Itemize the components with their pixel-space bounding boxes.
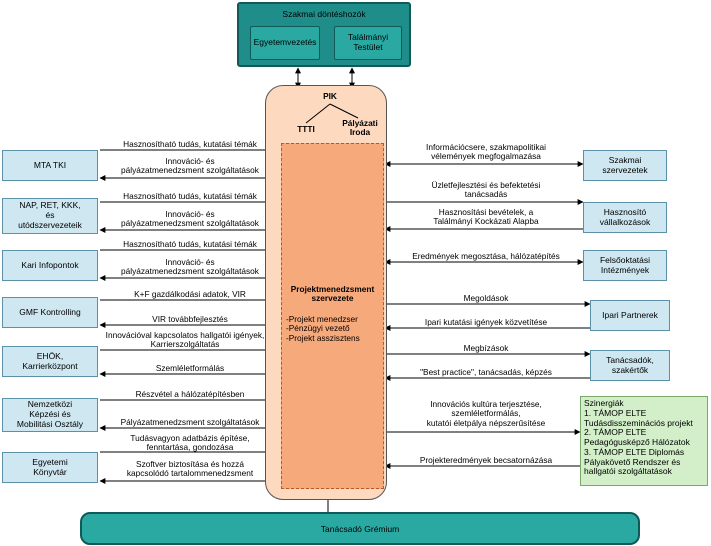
palyazati-iroda-label: Pályázati Iroda: [342, 118, 378, 138]
label-eredmenyek: Eredmények megosztása, hálózatépítés: [412, 251, 560, 261]
label-innovaciovval: Innovációval kapcsolatos hallgatói igény…: [105, 330, 265, 350]
label-innovacio-2: Innováció- és pályázatmenedzsment szolgá…: [121, 209, 259, 229]
gmf-kontrolling-box: GMF Kontrolling: [2, 297, 98, 328]
label-hasznosithato-3: Hasznosítható tudás, kutatási témák: [123, 239, 257, 249]
ttti-label: TTTI: [297, 124, 315, 134]
label-uzlet: Üzletfejlesztési és befektetési tanácsad…: [431, 180, 541, 200]
testulet-label: Testület: [353, 42, 383, 52]
hasznosito-vallalkozasok-box: Hasznosító vállalkozások: [583, 202, 667, 233]
ipari-partnerek-box: Ipari Partnerek: [590, 300, 670, 331]
felsooktatasi-intezmenyek-box: Felsőoktatási Intézmények: [583, 250, 667, 281]
label-best-practice: "Best practice", tanácsadás, képzés: [420, 367, 552, 377]
nemzetkozi-box: Nemzetközi Képzési és Mobilitási Osztály: [2, 398, 98, 432]
egyetemvezetes-box: Egyetemvezetés: [250, 26, 320, 60]
tanacsadok-box: Tanácsadók, szakértők: [590, 350, 670, 381]
nap-ret-kkk-box: NAP, RET, KKK, és utódszervezeteik: [2, 198, 98, 234]
role-item: -Projekt menedzser: [286, 314, 358, 324]
label-informacio: Információcsere, szakmapolitikai vélemén…: [426, 142, 546, 162]
szakmai-donteshozok-group: Szakmai döntéshozók Egyetemvezetés Talál…: [237, 2, 411, 67]
label-hasznosithato-1: Hasznosítható tudás, kutatási témák: [123, 139, 257, 149]
label-innovacio-3: Innováció- és pályázatmenedzsment szolgá…: [121, 257, 259, 277]
group-title: Szakmai döntéshozók: [282, 9, 366, 19]
label-hasznosithato-2: Hasznosítható tudás, kutatási témák: [123, 191, 257, 201]
label-palyazat: Pályázatmenedzsment szolgáltatások: [120, 417, 260, 427]
role-item: -Pénzügyi vezető: [286, 323, 350, 334]
label-megoldasok: Megoldások: [463, 293, 509, 303]
label-reszvetel: Részvétel a hálózatépítésben: [135, 389, 245, 399]
tanacsado-gremium-label: Tanácsadó Grémium: [320, 523, 400, 534]
label-hasznositasi: Hasznosítási bevételek, a Találmányi Koc…: [433, 207, 539, 227]
pm-title: Projektmenedzsment szervezete: [290, 284, 375, 304]
label-tudasvagyon: Tudásvagyon adatbázis építése, fenntartá…: [130, 433, 250, 453]
label-kf: K+F gazdálkodási adatok, VIR: [134, 289, 246, 299]
talalmanyi-testulet-box: Találmányi Testület: [334, 26, 402, 60]
szinergiak-box: Szinergiák 1. TÁMOP ELTE Tudásdisszeminá…: [580, 396, 708, 486]
egyetemi-konyvtar-box: Egyetemi Könyvtár: [2, 452, 98, 483]
kari-infopontok-box: Kari Infopontok: [2, 250, 98, 281]
pm-roles: -Projekt menedzser -Pénzügyi vezető -Pro…: [286, 314, 381, 343]
talalmanyi-label: Találmányi: [347, 32, 389, 43]
ehok-box: EHÖK, Karrierközpont: [2, 346, 98, 377]
label-innovacios-kultura: Innovációs kultúra terjesztése, szemléle…: [426, 399, 546, 428]
projektmenedzsment-box: [281, 143, 384, 489]
mta-tki-box: MTA TKI: [2, 150, 98, 181]
label-projekteredmenyek: Projekteredmények becsatornázása: [419, 455, 553, 465]
pik-label: PIK: [323, 91, 337, 101]
egyetemvezetes-label: Egyetemvezetés: [253, 37, 317, 48]
label-megbizasok: Megbízások: [463, 343, 509, 353]
tanacsado-gremium-box: Tanácsadó Grémium: [80, 512, 640, 545]
label-vir: VIR továbbfejlesztés: [152, 314, 228, 324]
szakmai-szervezetek-box: Szakmai szervezetek: [583, 150, 667, 181]
label-szoftver: Szoftver biztosítása és hozzá kapcsolódó…: [126, 459, 254, 479]
label-szemlelet: Szemléletformálás: [155, 363, 225, 373]
label-ipari-igenyek: Ipari kutatási igények közvetítése: [424, 317, 548, 327]
role-item: -Projekt asszisztens: [286, 332, 360, 343]
label-innovacio-1: Innováció- és pályázatmenedzsment szolgá…: [121, 156, 259, 176]
